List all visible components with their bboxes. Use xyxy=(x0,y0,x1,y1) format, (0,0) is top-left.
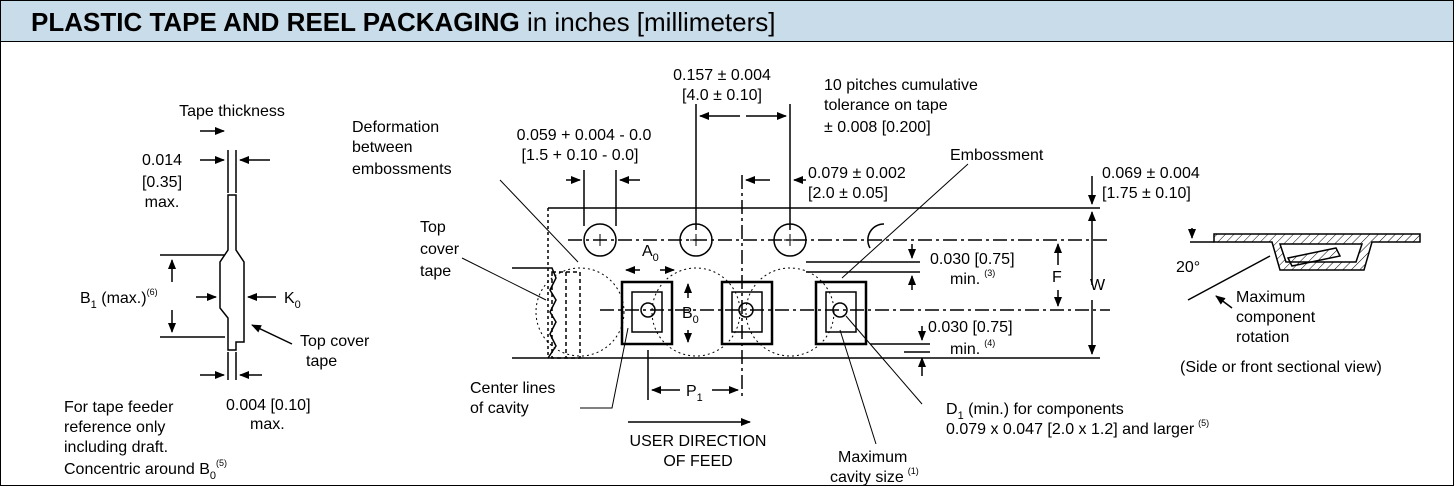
cavity-inner-2 xyxy=(731,291,763,333)
d1-label: D1 (min.) for components xyxy=(946,401,1124,422)
thickness-max: max. xyxy=(145,194,180,211)
thickness-value: 0.014 xyxy=(142,152,182,169)
hole-dim-value: 0.059 + 0.004 - 0.0 xyxy=(517,127,652,144)
rotation-2: component xyxy=(1236,309,1316,326)
bottom-dim-max: max. xyxy=(250,416,285,433)
figure-title: PLASTIC TAPE AND REEL PACKAGING in inche… xyxy=(31,7,775,38)
tape-top-view xyxy=(461,104,1110,445)
sectional-view xyxy=(1187,228,1421,309)
b0-label: B0 xyxy=(682,305,699,326)
feed-direction-2: OF FEED xyxy=(663,453,732,470)
cavity-inner-1 xyxy=(631,291,663,333)
center-leader xyxy=(580,327,629,409)
b1-label: B1 (max.)(6) xyxy=(80,287,158,311)
feeder-note-1: For tape feeder xyxy=(64,399,174,416)
rotation-1: Maximum xyxy=(1236,289,1305,306)
pitch-mm: [4.0 ± 0.10] xyxy=(682,87,762,104)
figure-header: PLASTIC TAPE AND REEL PACKAGING in inche… xyxy=(1,1,1453,42)
min3-value: 0.030 [0.75] xyxy=(930,251,1015,268)
rotation-3: rotation xyxy=(1236,329,1289,346)
topcover-leader xyxy=(461,257,547,301)
angle-leader xyxy=(1187,255,1271,301)
p2-mm: [2.0 ± 0.05] xyxy=(808,185,888,202)
cavity-outer-3 xyxy=(814,280,868,346)
top-cover-label-1: Top cover xyxy=(300,333,370,350)
title-units: in inches [millimeters] xyxy=(519,7,776,37)
cavity-inner-3 xyxy=(825,291,857,333)
min3-label: min.(3) xyxy=(950,268,995,288)
feeder-note-3: including draft. xyxy=(64,439,168,456)
min4-value: 0.030 [0.75] xyxy=(928,319,1013,336)
deformation-1: Deformation xyxy=(352,119,439,136)
edge-value: 0.069 ± 0.004 xyxy=(1102,165,1200,182)
deform-leader xyxy=(499,179,579,263)
p2-value: 0.079 ± 0.002 xyxy=(808,165,906,182)
embossment-leader xyxy=(841,163,969,279)
embossment-label: Embossment xyxy=(950,147,1044,164)
top-cover-label-2: tape xyxy=(306,353,337,370)
sectional-caption: (Side or front sectional view) xyxy=(1180,359,1382,376)
feed-direction-1: USER DIRECTION xyxy=(630,433,767,450)
d1-components: 0.079 x 0.047 [2.0 x 1.2] and larger(5) xyxy=(946,418,1209,438)
min4-label: min.(4) xyxy=(950,338,995,358)
deformation-3: embossments xyxy=(352,161,452,178)
top-cover-leader xyxy=(251,324,293,345)
f-label: F xyxy=(1052,269,1062,286)
w-label: W xyxy=(1090,277,1106,294)
tape-thickness-label: Tape thickness xyxy=(179,103,285,120)
hole-dim-mm: [1.5 + 0.10 - 0.0] xyxy=(522,147,639,164)
tape-profile xyxy=(219,194,245,351)
sprocket-hole-1 xyxy=(583,223,617,257)
a0-label: A0 xyxy=(642,243,659,264)
center-lines-1: Center lines xyxy=(470,380,555,397)
angle-label: 20° xyxy=(1176,259,1200,276)
pitch-value: 0.157 ± 0.004 xyxy=(673,67,771,84)
d1-leader xyxy=(845,315,923,405)
cavity-outer-2 xyxy=(720,280,774,346)
title-bold: PLASTIC TAPE AND REEL PACKAGING xyxy=(31,7,520,37)
cover-tape xyxy=(512,267,557,359)
top-cover-2: cover xyxy=(420,241,460,258)
deform-circle-1 xyxy=(535,267,625,357)
k0-label: K0 xyxy=(284,290,301,311)
top-cover-3: tape xyxy=(420,263,451,280)
rotation-leader xyxy=(1215,295,1233,309)
left-profile-view xyxy=(160,127,293,380)
feeder-note-2: reference only xyxy=(64,419,165,436)
p1-label: P1 xyxy=(686,383,703,404)
edge-mm: [1.75 ± 0.10] xyxy=(1102,185,1191,202)
cumulative-2: tolerance on tape xyxy=(824,97,948,114)
cumulative-3: ± 0.008 [0.200] xyxy=(824,119,931,136)
maxcav-leader xyxy=(839,329,877,445)
top-cover-1: Top xyxy=(420,219,446,236)
max-cavity-1: Maximum xyxy=(838,449,907,466)
deformation-2: between xyxy=(352,139,413,156)
cumulative-1: 10 pitches cumulative xyxy=(824,77,978,94)
cavity-outer-1 xyxy=(620,280,674,346)
center-lines-2: of cavity xyxy=(470,400,529,417)
thickness-mm: [0.35] xyxy=(142,174,182,191)
max-cavity-2: cavity size(1) xyxy=(830,466,919,486)
bottom-dim-value: 0.004 [0.10] xyxy=(226,397,311,414)
rotated-component xyxy=(1286,247,1342,267)
feeder-note-4: Concentric around B0(5) xyxy=(64,458,227,482)
sprocket-hole-4 xyxy=(867,223,885,249)
